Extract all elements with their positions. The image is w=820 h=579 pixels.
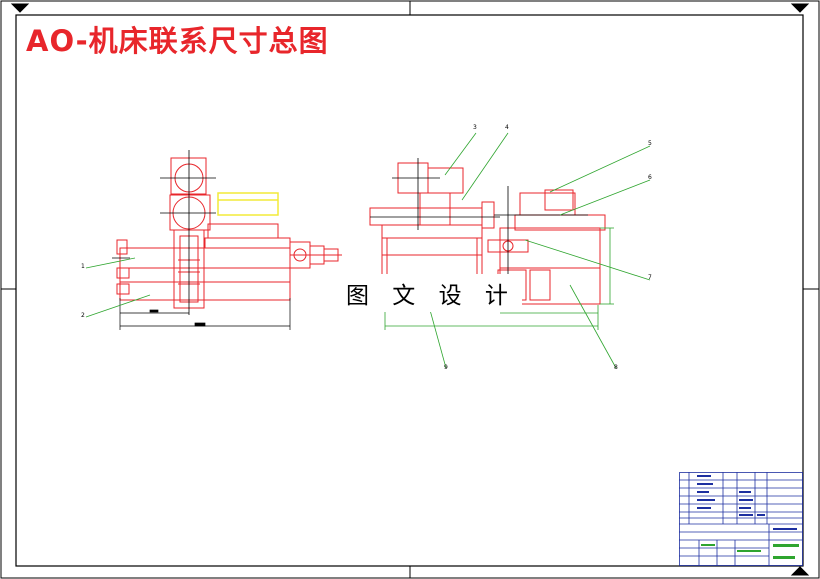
title-block xyxy=(679,472,803,566)
balloon-6: 6 xyxy=(648,174,652,181)
balloon-1: 1 xyxy=(81,263,85,270)
balloon-9: 9 xyxy=(444,364,448,371)
drawing-title: AO-机床联系尺寸总图 xyxy=(26,24,329,58)
balloon-5: 5 xyxy=(648,140,652,147)
left-dimensions xyxy=(119,298,291,330)
right-dimensions xyxy=(384,227,614,330)
balloon-3: 3 xyxy=(473,124,477,131)
balloon-2: 2 xyxy=(81,312,85,319)
watermark-text: 图 文 设 计 xyxy=(340,274,522,312)
balloon-4: 4 xyxy=(505,124,509,131)
right-centerlines xyxy=(370,158,588,310)
left-highlight-block xyxy=(217,192,279,216)
balloon-7: 7 xyxy=(648,274,652,281)
balloon-8: 8 xyxy=(614,364,618,371)
leader-lines xyxy=(85,132,651,369)
left-view xyxy=(116,157,342,309)
left-centerlines xyxy=(112,150,216,315)
